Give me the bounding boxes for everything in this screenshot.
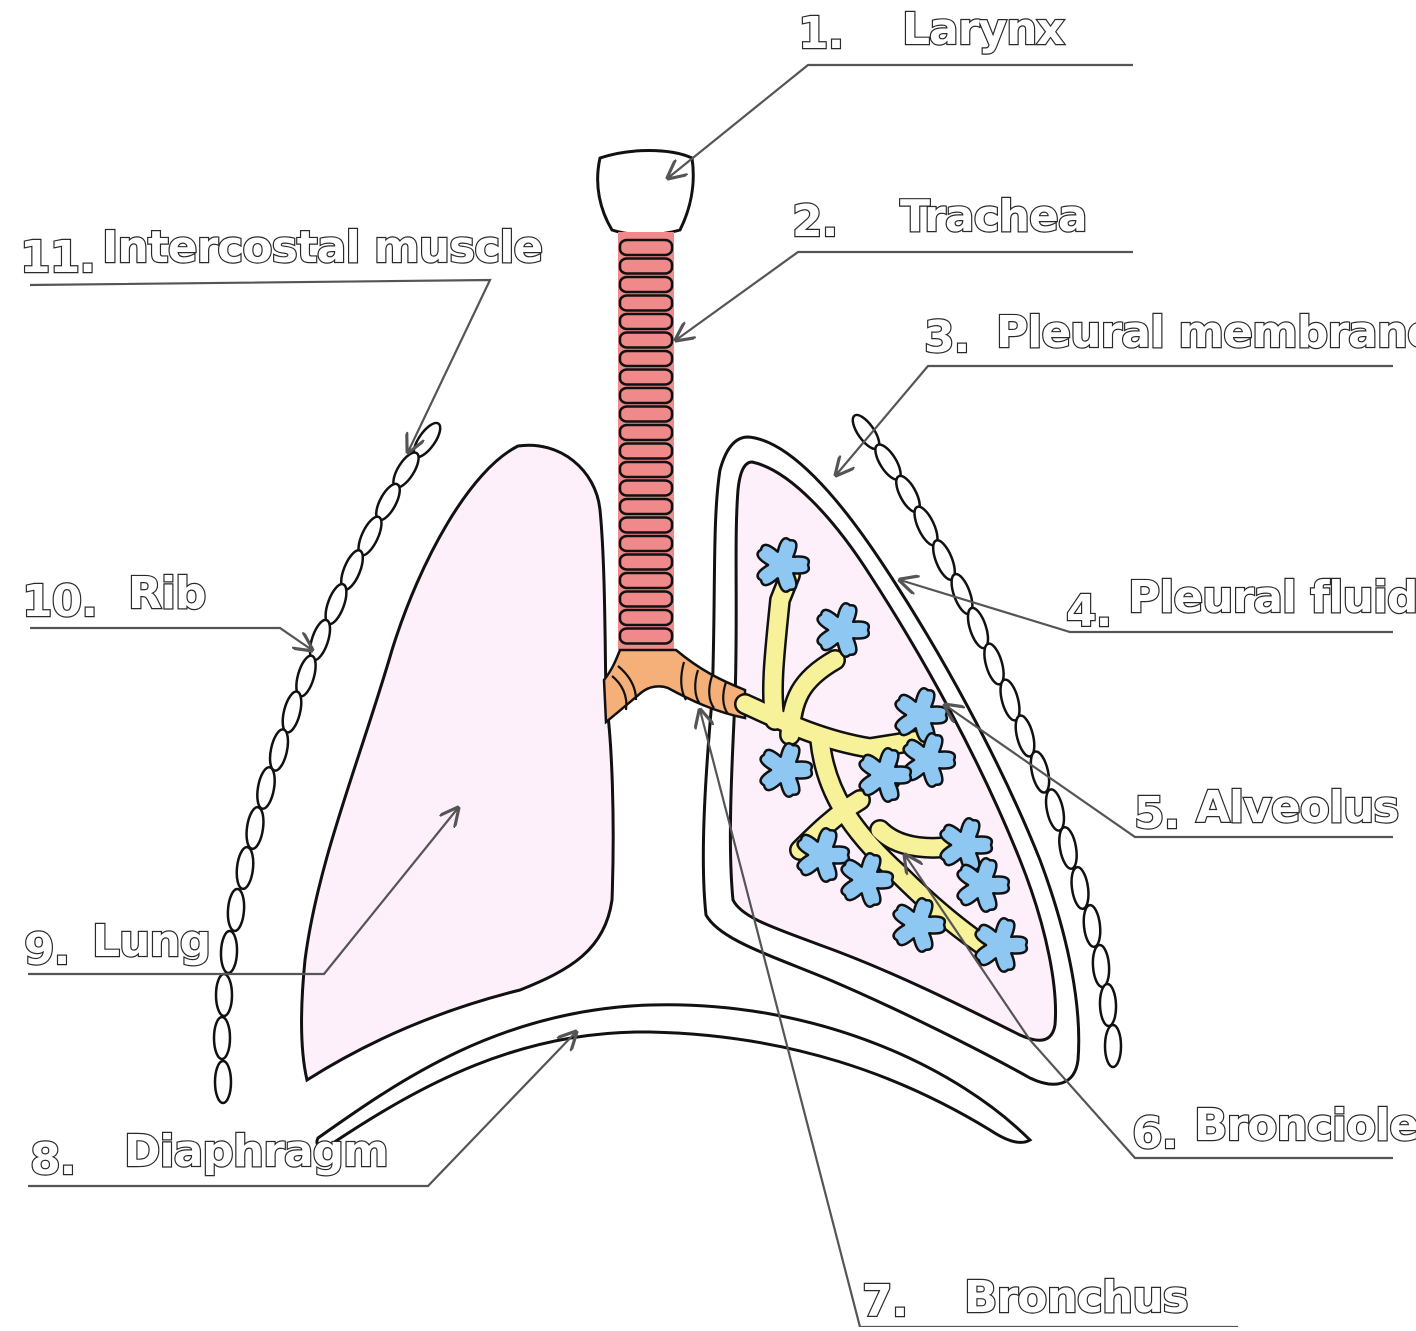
- trachea-ring: [620, 259, 672, 274]
- trachea-ring: [620, 555, 672, 570]
- trachea-ring: [620, 314, 672, 329]
- trachea-ring: [620, 629, 672, 644]
- trachea-ring: [620, 610, 672, 625]
- trachea-ring: [620, 499, 672, 514]
- trachea-ring: [620, 277, 672, 292]
- trachea-ring: [620, 351, 672, 366]
- label-rib: Rib: [128, 572, 205, 616]
- label-intercostal-number: 11.: [20, 236, 95, 280]
- trachea-ring: [620, 333, 672, 348]
- label-lung: Lung: [92, 920, 210, 964]
- left-lung: [301, 445, 613, 1080]
- label-diaphragm-number: 8.: [30, 1138, 75, 1182]
- label-alveolus-number: 5.: [1134, 792, 1179, 836]
- label-alveolus: Alveolus: [1196, 786, 1398, 830]
- diaphragm-shape: [317, 1005, 1030, 1147]
- trachea-ring: [620, 536, 672, 551]
- trachea-ring: [620, 444, 672, 459]
- trachea-ring: [620, 296, 672, 311]
- trachea-ring: [620, 240, 672, 255]
- label-diaphragm: Diaphragm: [124, 1130, 388, 1174]
- label-larynx-number: 1.: [798, 12, 843, 56]
- label-intercostal-muscle: Intercostal muscle: [102, 226, 542, 270]
- trachea-ring: [620, 592, 672, 607]
- trachea-ring: [620, 462, 672, 477]
- label-trachea-number: 2.: [792, 200, 837, 244]
- label-rib-number: 10.: [22, 580, 97, 624]
- label-pleural-fluid-number: 4.: [1066, 590, 1111, 634]
- trachea-ring: [620, 573, 672, 588]
- trachea-ring: [620, 481, 672, 496]
- label-bronciole-number: 6.: [1132, 1112, 1177, 1156]
- label-larynx: Larynx: [902, 8, 1064, 52]
- trachea-ring: [620, 370, 672, 385]
- label-pleural-fluid: Pleural fluid: [1128, 576, 1416, 620]
- label-bronchus: Bronchus: [964, 1276, 1188, 1320]
- larynx-shape: [598, 151, 694, 235]
- label-bronciole: Bronciole: [1194, 1104, 1416, 1148]
- trachea-ring: [620, 388, 672, 403]
- label-trachea: Trachea: [900, 195, 1087, 239]
- label-bronchus-number: 7.: [862, 1280, 907, 1324]
- trachea-ring: [620, 518, 672, 533]
- trachea-ring: [620, 425, 672, 440]
- label-pleural-membranes-number: 3.: [924, 316, 969, 360]
- trachea-ring: [620, 407, 672, 422]
- label-lung-number: 9.: [24, 928, 69, 972]
- label-pleural-membranes: Pleural membranes: [996, 311, 1416, 355]
